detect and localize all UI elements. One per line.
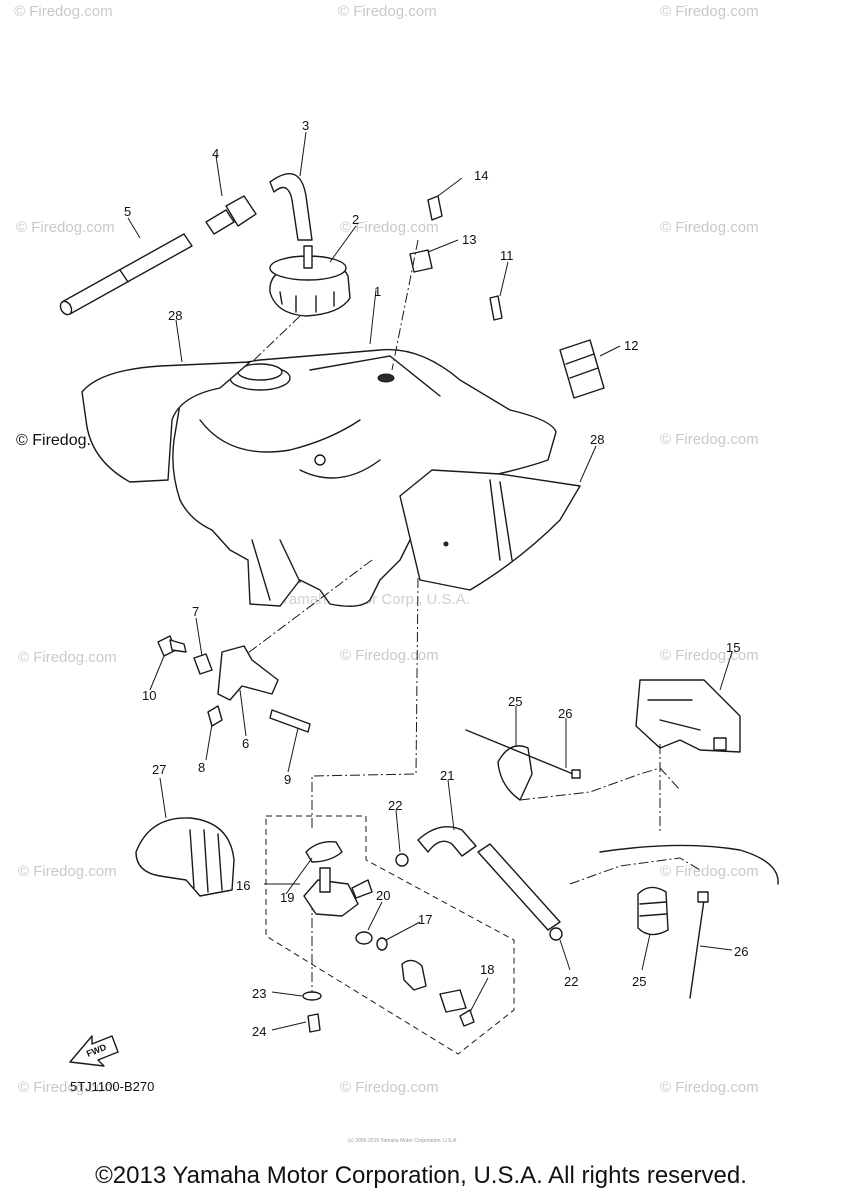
watermark: © Firedog.com	[660, 863, 759, 880]
watermark: © Firedog.com	[660, 3, 759, 20]
watermark: © Firedog.com	[16, 219, 115, 236]
guide-line	[391, 239, 419, 371]
part-20-o-ring	[355, 931, 373, 945]
part-18-screw	[459, 1009, 475, 1027]
frame-tube	[599, 844, 779, 885]
callout-25: 25	[508, 694, 522, 709]
watermark: © Firedog.com	[18, 649, 117, 666]
part-4-joint	[205, 195, 257, 235]
watermark: © Firedog.com	[340, 1079, 439, 1096]
callout-13: 13	[462, 232, 476, 247]
part-27-guard	[135, 817, 235, 897]
frame-outline	[569, 857, 701, 885]
part-21-fuel-hose	[417, 826, 561, 931]
callout-24: 24	[252, 1024, 266, 1039]
guide-line	[311, 577, 419, 830]
part-3-breather-hose	[269, 172, 313, 241]
callout-6: 6	[242, 736, 249, 751]
callout-2: 2	[352, 212, 359, 227]
leader-lines	[127, 131, 733, 1031]
callout-15: 15	[726, 640, 740, 655]
watermark: © Firedog.com	[340, 219, 439, 236]
callout-26: 26	[734, 944, 748, 959]
watermark: © Firedog.com	[14, 3, 113, 20]
part-8-bolt	[207, 705, 223, 727]
callout-25: 25	[632, 974, 646, 989]
part-25-guide-bottom	[637, 886, 669, 936]
tiny-copyright: (c) 2005-2015 Yamaha Motor Corporation, …	[348, 1138, 458, 1144]
part-23-washer	[302, 991, 322, 1001]
callout-8: 8	[198, 760, 205, 775]
part-7-collar	[193, 653, 213, 675]
fuel-cock-lever	[401, 959, 427, 991]
part-15-bracket	[635, 679, 741, 753]
guide-line	[243, 559, 373, 657]
part-28-shroud-left	[81, 361, 251, 483]
callout-20: 20	[376, 888, 390, 903]
part-11-bolt	[489, 295, 503, 321]
watermark: © Firedog.com	[18, 863, 117, 880]
callout-11: 11	[500, 248, 514, 263]
part-25-guide-top	[497, 745, 533, 801]
part-22-clip	[395, 853, 409, 867]
part-22-clip	[549, 927, 563, 941]
fuel-cock-plate	[439, 989, 467, 1013]
watermark: © Firedog.com	[660, 219, 759, 236]
callout-26: 26	[558, 706, 572, 721]
copyright-footer: ©2013 Yamaha Motor Corporation, U.S.A. A…	[95, 1162, 747, 1189]
faint-watermark: Yamaha Motor Corp., U.S.A.	[280, 591, 470, 608]
part-12-clip	[559, 339, 605, 399]
part-5-hose	[59, 233, 193, 316]
callout-4: 4	[212, 146, 219, 161]
part-19-gasket	[305, 841, 343, 863]
callout-17: 17	[418, 912, 432, 927]
frame-outline	[519, 767, 681, 801]
part-24-bolt	[307, 1013, 321, 1033]
callout-numbers: 1 2 3 4 5 6 7 8 9 10 11 12 13 14 15 16 1…	[124, 118, 748, 1039]
callout-1: 1	[374, 284, 381, 299]
callout-19: 19	[280, 890, 294, 905]
part-26-band-top	[465, 729, 581, 779]
callout-5: 5	[124, 204, 131, 219]
part-28-shroud-right	[399, 469, 581, 591]
callout-28: 28	[590, 432, 604, 447]
callout-23: 23	[252, 986, 266, 1001]
callout-14: 14	[474, 168, 488, 183]
callout-28: 28	[168, 308, 182, 323]
part-9-bolt	[269, 709, 311, 733]
callout-10: 10	[142, 688, 156, 703]
callout-22: 22	[564, 974, 578, 989]
callout-9: 9	[284, 772, 291, 787]
part-6-bracket	[217, 645, 279, 701]
callout-7: 7	[192, 604, 199, 619]
part-2-fuel-cap	[269, 245, 351, 317]
callout-12: 12	[624, 338, 638, 353]
callout-18: 18	[480, 962, 494, 977]
callout-27: 27	[152, 762, 166, 777]
part-10-bolt	[157, 635, 187, 657]
watermark: © Firedog.com	[660, 431, 759, 448]
callout-22: 22	[388, 798, 402, 813]
guide-line	[251, 315, 301, 363]
part-17-o-ring	[376, 937, 388, 951]
part-16-assembly-box	[265, 815, 515, 1055]
watermark: © Firedog.com	[660, 647, 759, 664]
part-14-screw	[427, 195, 443, 221]
watermark: © Firedog.com	[660, 1079, 759, 1096]
watermark: © Firedog.com	[18, 1079, 117, 1096]
part-26-band-bottom	[689, 891, 709, 999]
watermark: © Firedog.com	[340, 647, 439, 664]
watermark: © Firedog.com	[338, 3, 437, 20]
diagram-code: 5TJ1100-B270	[70, 1079, 154, 1094]
callout-16: 16	[236, 878, 250, 893]
callout-21: 21	[440, 768, 454, 783]
fwd-arrow-icon: FWD	[69, 1035, 119, 1067]
part-16-fuel-cock	[303, 867, 373, 917]
callout-3: 3	[302, 118, 309, 133]
